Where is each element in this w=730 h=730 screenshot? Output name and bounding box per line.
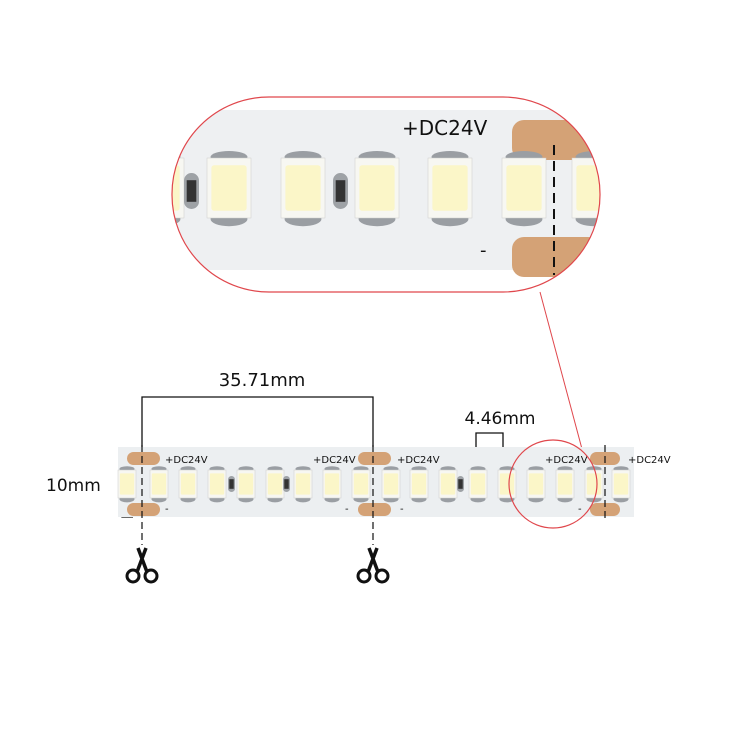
- led-chip: [438, 466, 458, 503]
- solder-pad: [358, 503, 391, 516]
- led-chip: [354, 151, 400, 227]
- cut-length-label: 35.71mm: [219, 370, 306, 391]
- led-chip: [526, 466, 546, 503]
- solder-pad: [358, 452, 391, 465]
- scissors-icon: [125, 547, 159, 584]
- led-chip: [584, 466, 604, 503]
- scissors-icon: [356, 547, 390, 584]
- led-chip: [206, 151, 252, 227]
- led-chip: [381, 466, 401, 503]
- voltage-label: +DC24V: [165, 455, 208, 466]
- voltage-label: +DC24V: [397, 455, 440, 466]
- solder-pad: [590, 503, 620, 516]
- led-chip: [555, 466, 575, 503]
- led-chip: [236, 466, 256, 503]
- resistor: [457, 476, 464, 492]
- zoom-voltage-label: +DC24V: [402, 116, 488, 140]
- highlight-circle: [508, 439, 598, 529]
- width-label: 10mm: [46, 476, 101, 496]
- solder-pad: [127, 452, 160, 465]
- led-chip: [427, 151, 473, 227]
- led-chip: [351, 466, 371, 503]
- led-chip: [178, 466, 198, 503]
- led-chip: [207, 466, 227, 503]
- resistor: [333, 173, 348, 209]
- zoom-frame: [171, 96, 601, 293]
- resistor: [283, 476, 290, 492]
- led-chip: [149, 466, 169, 503]
- led-chip: [571, 151, 600, 227]
- led-chip: [280, 151, 326, 227]
- zoom-pointer-line: [539, 291, 583, 450]
- led-chip: [265, 466, 285, 503]
- minus-label: -: [400, 504, 404, 515]
- solder-pad: [127, 503, 160, 516]
- pitch-label: 4.46mm: [465, 409, 536, 429]
- pitch-bracket: [475, 432, 504, 447]
- voltage-label: +DC24V: [628, 455, 671, 466]
- minus-label: -: [345, 504, 349, 515]
- led-strip: +DC24V +DC24V +DC24V +DC24V +DC24V - - - -: [117, 447, 671, 517]
- led-chip: [293, 466, 313, 503]
- led-chip: [611, 466, 631, 503]
- resistor: [184, 173, 199, 209]
- led-chip: [117, 466, 137, 503]
- led-chip: [497, 466, 517, 503]
- cut-length-bracket: [141, 396, 374, 450]
- zoom-minus-label: -: [480, 240, 487, 261]
- resistor: [228, 476, 235, 492]
- minus-label: -: [578, 504, 582, 515]
- voltage-label: +DC24V: [313, 455, 356, 466]
- led-chip: [322, 466, 342, 503]
- led-chip: [468, 466, 488, 503]
- led-chip: [409, 466, 429, 503]
- minus-label: -: [165, 504, 169, 515]
- zoom-view: +DC24V -: [172, 110, 600, 277]
- led-chip: [501, 151, 547, 227]
- voltage-label: +DC24V: [545, 455, 588, 466]
